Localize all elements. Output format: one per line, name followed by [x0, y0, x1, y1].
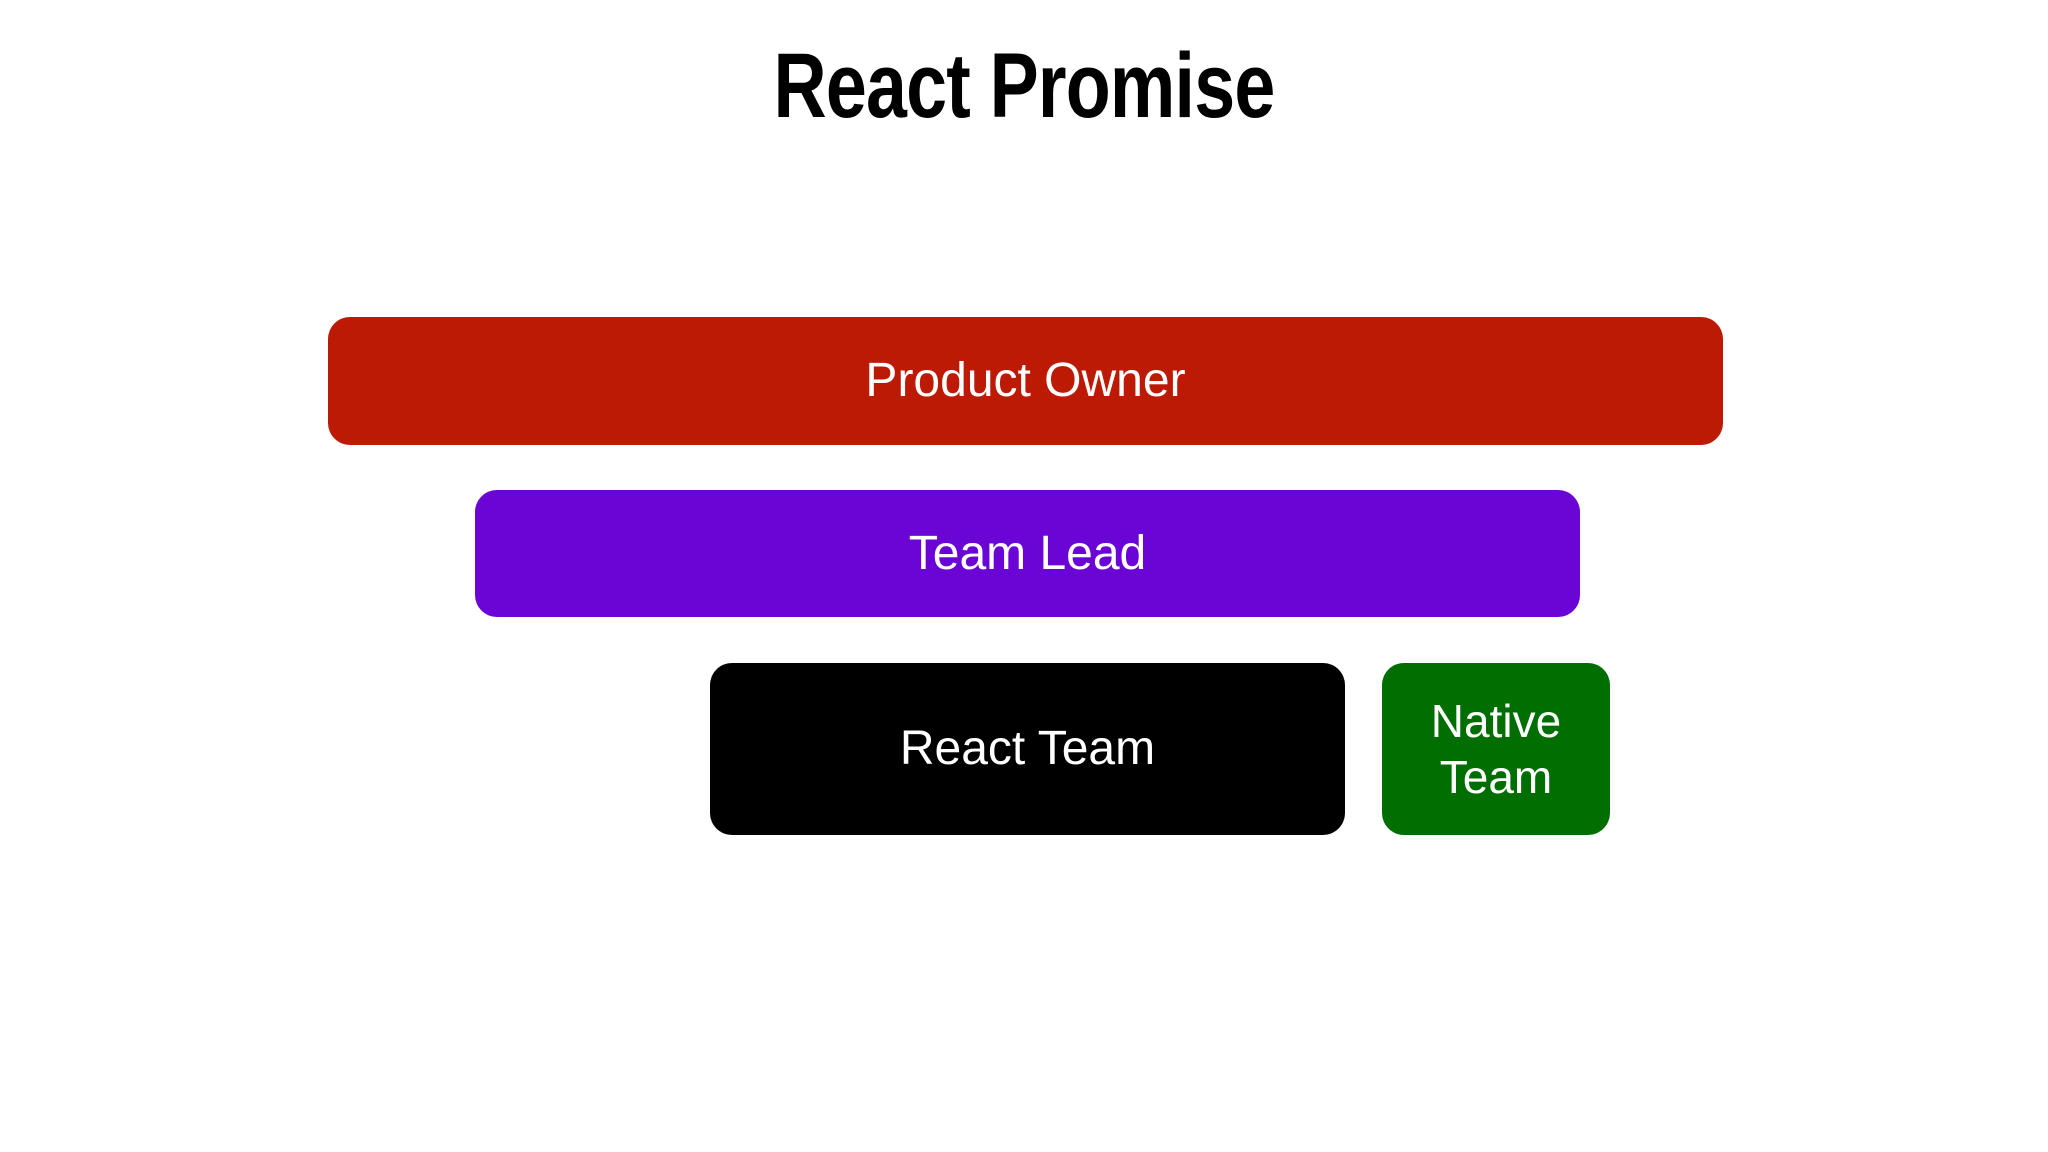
node-team-lead[interactable]: Team Lead [475, 490, 1580, 617]
node-react-team-label: React Team [899, 722, 1156, 776]
node-team-lead-label: Team Lead [908, 526, 1147, 580]
node-product-owner-label: Product Owner [865, 354, 1186, 408]
node-native-team-label: Native Team [1430, 694, 1562, 803]
page-title: React Promise [773, 35, 1276, 137]
node-native-team[interactable]: Native Team [1382, 663, 1610, 835]
node-react-team[interactable]: React Team [710, 663, 1345, 835]
node-product-owner[interactable]: Product Owner [328, 317, 1723, 445]
